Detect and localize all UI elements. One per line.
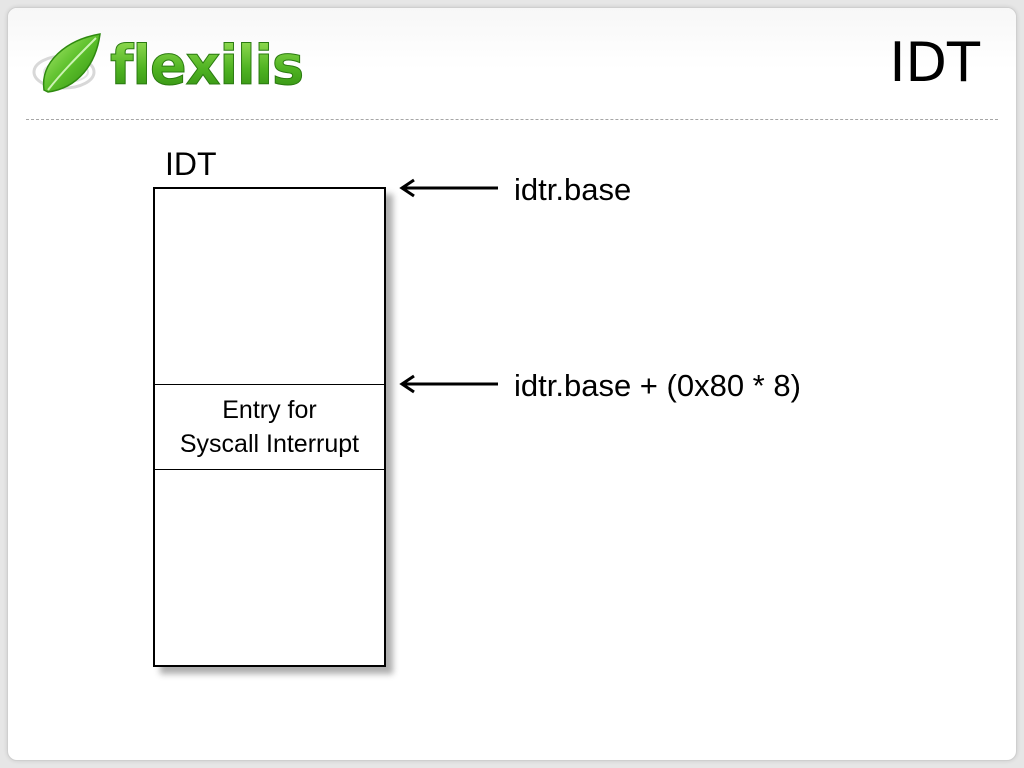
entry-label-line2: Syscall Interrupt [179,430,360,458]
slide: flexilis IDT IDT Entry for Syscall Inter… [7,7,1017,761]
flexilis-logo: flexilis [32,33,305,98]
slide-header: flexilis IDT [8,8,1016,120]
idt-table-label: IDT [165,146,217,182]
syscall-entry-row: Entry for Syscall Interrupt [155,384,384,470]
logo-wordmark: flexilis [110,34,303,97]
entry-pointer-arrow [399,374,498,394]
base-pointer-label: idtr.base [514,172,632,207]
header-divider [26,119,998,120]
entry-label-line1: Entry for [222,396,317,424]
page-title: IDT [889,31,981,94]
entry-pointer-label: idtr.base + (0x80 * 8) [514,368,801,403]
idt-table: Entry for Syscall Interrupt [153,187,386,667]
base-pointer-arrow [399,178,498,198]
